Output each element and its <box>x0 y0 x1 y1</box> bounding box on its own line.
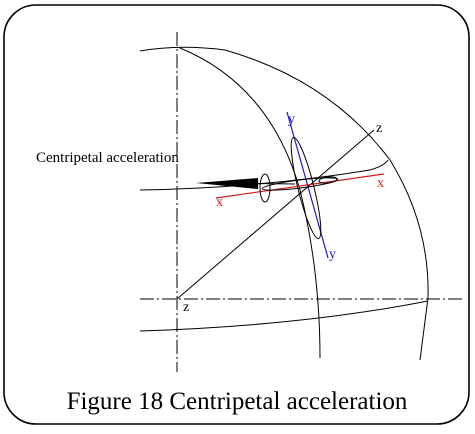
figure-caption: Figure 18 Centripetal acceleration <box>67 388 408 415</box>
centripetal-annotation: Centripetal acceleration <box>36 150 179 166</box>
y-bottom-label: y <box>329 247 336 262</box>
figure-frame <box>3 4 470 425</box>
aircraft-tail <box>259 173 271 203</box>
x-axis-line <box>215 173 385 199</box>
centripetal-arrow-head <box>196 178 258 189</box>
sphere-inner-meridian <box>179 47 321 359</box>
latitude-curve <box>139 159 389 191</box>
z-top-label: z <box>376 121 382 136</box>
equator-curve <box>139 300 429 332</box>
aircraft-fuselage <box>261 177 339 191</box>
aircraft-nose <box>318 176 338 184</box>
radial-z-axis <box>176 129 375 300</box>
sphere-outer-arc <box>139 46 429 361</box>
x-left-label: x <box>216 195 223 210</box>
aircraft-wing <box>290 137 322 239</box>
y-top-label: y <box>288 112 295 127</box>
z-bottom-label: z <box>183 300 189 315</box>
x-right-label: x <box>377 176 384 191</box>
